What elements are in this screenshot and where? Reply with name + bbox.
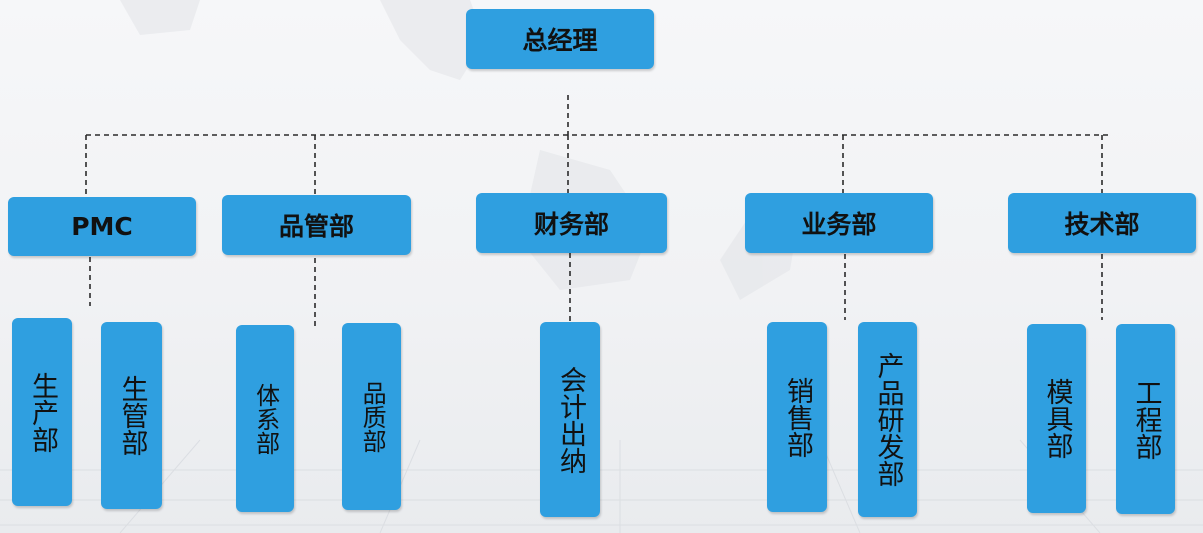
node-unit-product-rd: 产品研发部 — [858, 322, 917, 517]
node-dept-quality: 品管部 — [222, 195, 411, 255]
node-general-manager: 总经理 — [466, 9, 654, 69]
node-unit-mold-label: 模具部 — [1041, 378, 1073, 459]
node-dept-finance-label: 财务部 — [533, 210, 609, 239]
node-unit-engineering: 工程部 — [1116, 324, 1175, 514]
node-unit-sales: 销售部 — [767, 322, 827, 512]
node-unit-production-control-label: 生管部 — [116, 375, 148, 456]
node-dept-finance: 财务部 — [476, 193, 667, 253]
node-unit-product-rd-label: 产品研发部 — [872, 352, 904, 487]
node-dept-business: 业务部 — [745, 193, 933, 253]
node-unit-system: 体系部 — [236, 325, 294, 512]
node-dept-pmc: PMC — [8, 197, 196, 256]
node-unit-quality-control: 品质部 — [342, 323, 401, 510]
node-dept-quality-label: 品管部 — [278, 212, 354, 241]
node-unit-engineering-label: 工程部 — [1130, 378, 1162, 460]
node-unit-system-label: 体系部 — [251, 382, 280, 455]
node-dept-tech: 技术部 — [1008, 193, 1196, 253]
node-unit-mold: 模具部 — [1027, 324, 1086, 513]
node-unit-accounting-cashier: 会计出纳 — [540, 322, 600, 517]
node-unit-production-label: 生产部 — [26, 371, 58, 453]
node-unit-production: 生产部 — [12, 318, 72, 506]
node-dept-business-label: 业务部 — [801, 210, 877, 239]
node-unit-sales-label: 销售部 — [781, 376, 813, 458]
node-general-manager-label: 总经理 — [522, 26, 598, 55]
node-dept-pmc-label: PMC — [71, 212, 133, 241]
node-unit-quality-control-label: 品质部 — [358, 380, 387, 453]
node-unit-accounting-cashier-label: 会计出纳 — [554, 365, 586, 474]
node-unit-production-control: 生管部 — [101, 322, 162, 509]
node-dept-tech-label: 技术部 — [1064, 210, 1140, 239]
